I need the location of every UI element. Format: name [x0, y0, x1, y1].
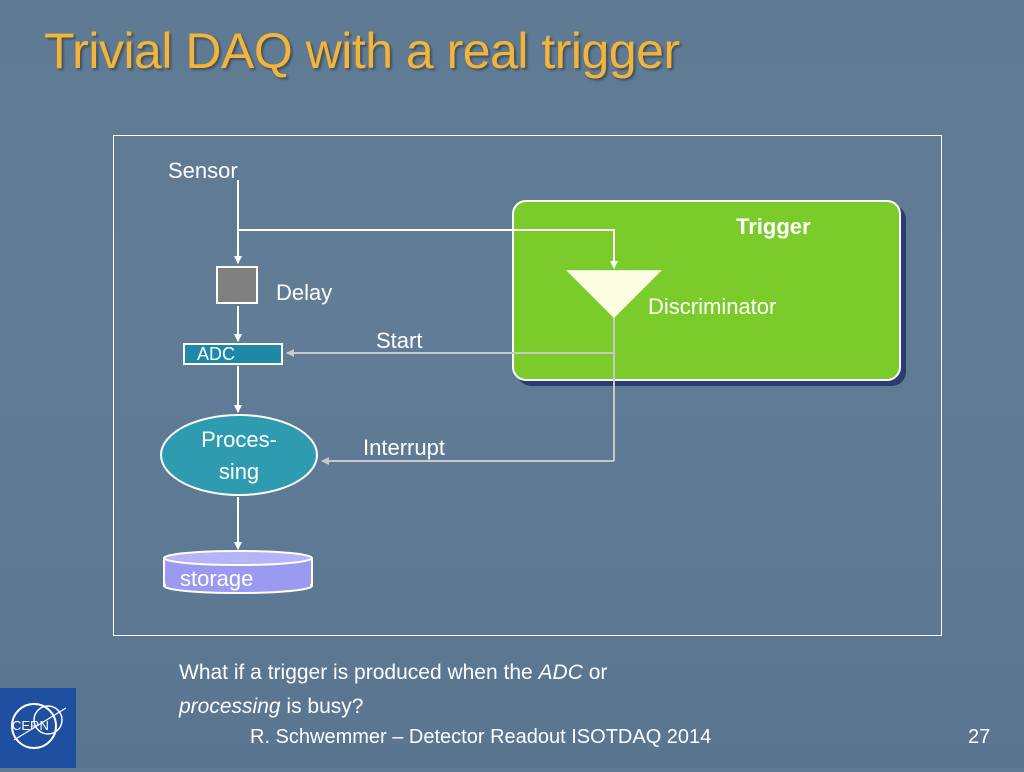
- processing-label-line1: Proces-: [201, 427, 277, 452]
- adc-box: ADC: [183, 343, 283, 365]
- footer-text: R. Schwemmer – Detector Readout ISOTDAQ …: [250, 726, 712, 748]
- caption-part1: What if a trigger is produced when the: [179, 661, 539, 684]
- caption-part2: or: [582, 661, 608, 684]
- processing-label-line2: sing: [218, 459, 260, 484]
- sensor-label: Sensor: [168, 158, 238, 183]
- diagram-frame: [113, 135, 942, 636]
- trigger-title: Trigger: [736, 214, 811, 239]
- caption-part3: is busy?: [280, 695, 364, 718]
- caption-processing: processing: [179, 695, 281, 718]
- processing-ellipse: Proces- sing: [160, 414, 318, 496]
- storage-label: storage: [180, 566, 254, 591]
- start-label: Start: [376, 328, 423, 353]
- delay-box: [216, 266, 258, 304]
- interrupt-label: Interrupt: [363, 435, 445, 460]
- slide-number: 27: [968, 726, 991, 748]
- delay-label: Delay: [276, 280, 333, 305]
- discriminator-triangle: [566, 270, 662, 319]
- storage-cylinder: [163, 550, 313, 594]
- cern-logo-icon: CERN: [11, 703, 67, 749]
- cern-logo: CERN: [0, 688, 76, 768]
- sensor-to-discriminator-wire: [238, 229, 618, 269]
- slide-title: Trivial DAQ with a real trigger: [44, 23, 680, 79]
- caption-text: What if a trigger is produced when the A…: [179, 656, 879, 724]
- caption-adc: ADC: [538, 661, 583, 684]
- cern-logo-text: CERN: [12, 718, 49, 733]
- discriminator-label: Discriminator: [648, 294, 777, 319]
